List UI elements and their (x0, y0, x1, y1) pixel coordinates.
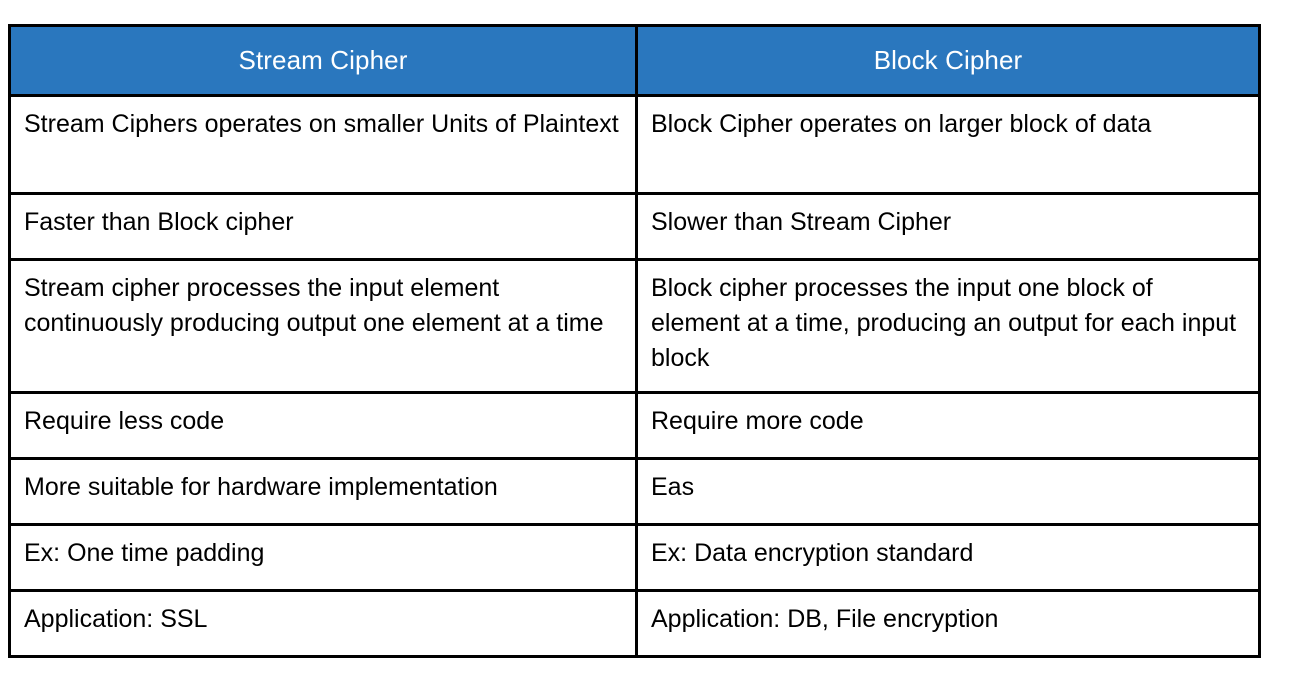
cipher-comparison-table: Stream Cipher Block Cipher Stream Cipher… (8, 24, 1261, 658)
table-cell-block: Block cipher processes the input one blo… (635, 258, 1261, 394)
cell-text: Faster than Block cipher (24, 208, 294, 236)
cell-text: Ex: Data encryption standard (651, 539, 974, 567)
cell-text: More suitable for hardware implementatio… (24, 473, 498, 501)
cell-text: Require more code (651, 407, 864, 435)
cell-text: Eas (651, 473, 695, 501)
cell-text: Block Cipher operates on larger block of… (651, 110, 1152, 138)
cell-text: Application: DB, File encryption (651, 605, 999, 633)
cell-text: Ex: One time padding (24, 539, 265, 567)
table-cell-stream: Ex: One time padding (8, 523, 638, 592)
table-cell-stream: Faster than Block cipher (8, 192, 638, 261)
table-row: Stream Ciphers operates on smaller Units… (8, 94, 1261, 195)
column-header-stream-cipher: Stream Cipher (8, 24, 638, 97)
cell-text: Require less code (24, 407, 225, 435)
column-header-stream-cipher-label: Stream Cipher (238, 45, 408, 75)
table-cell-block: Require more code (635, 391, 1261, 460)
table-cell-stream: More suitable for hardware implementatio… (8, 457, 638, 526)
table-cell-stream: Stream Ciphers operates on smaller Units… (8, 94, 638, 195)
table-row: More suitable for hardware implementatio… (8, 457, 1261, 526)
table-row: Application: SSL Application: DB, File e… (8, 589, 1261, 658)
table-cell-stream: Application: SSL (8, 589, 638, 658)
table-body: Stream Ciphers operates on smaller Units… (8, 94, 1261, 658)
cell-text: Stream cipher processes the input elemen… (24, 274, 604, 337)
cell-text: Stream Ciphers operates on smaller Units… (24, 110, 619, 138)
cell-text: Application: SSL (24, 605, 208, 633)
table-cell-block: Eas (635, 457, 1261, 526)
comparison-table-container: Stream Cipher Block Cipher Stream Cipher… (8, 24, 1261, 658)
table-cell-block: Application: DB, File encryption (635, 589, 1261, 658)
cell-text: Block cipher processes the input one blo… (651, 274, 1237, 372)
table-cell-block: Block Cipher operates on larger block of… (635, 94, 1261, 195)
cell-text: Slower than Stream Cipher (651, 208, 952, 236)
table-row: Require less code Require more code (8, 391, 1261, 460)
table-cell-stream: Require less code (8, 391, 638, 460)
table-row: Faster than Block cipher Slower than Str… (8, 192, 1261, 261)
table-cell-block: Slower than Stream Cipher (635, 192, 1261, 261)
table-header-row: Stream Cipher Block Cipher (8, 24, 1261, 97)
table-cell-stream: Stream cipher processes the input elemen… (8, 258, 638, 394)
table-row: Stream cipher processes the input elemen… (8, 258, 1261, 394)
column-header-block-cipher: Block Cipher (635, 24, 1261, 97)
table-header: Stream Cipher Block Cipher (8, 24, 1261, 97)
table-cell-block: Ex: Data encryption standard (635, 523, 1261, 592)
table-row: Ex: One time padding Ex: Data encryption… (8, 523, 1261, 592)
column-header-block-cipher-label: Block Cipher (873, 45, 1023, 75)
